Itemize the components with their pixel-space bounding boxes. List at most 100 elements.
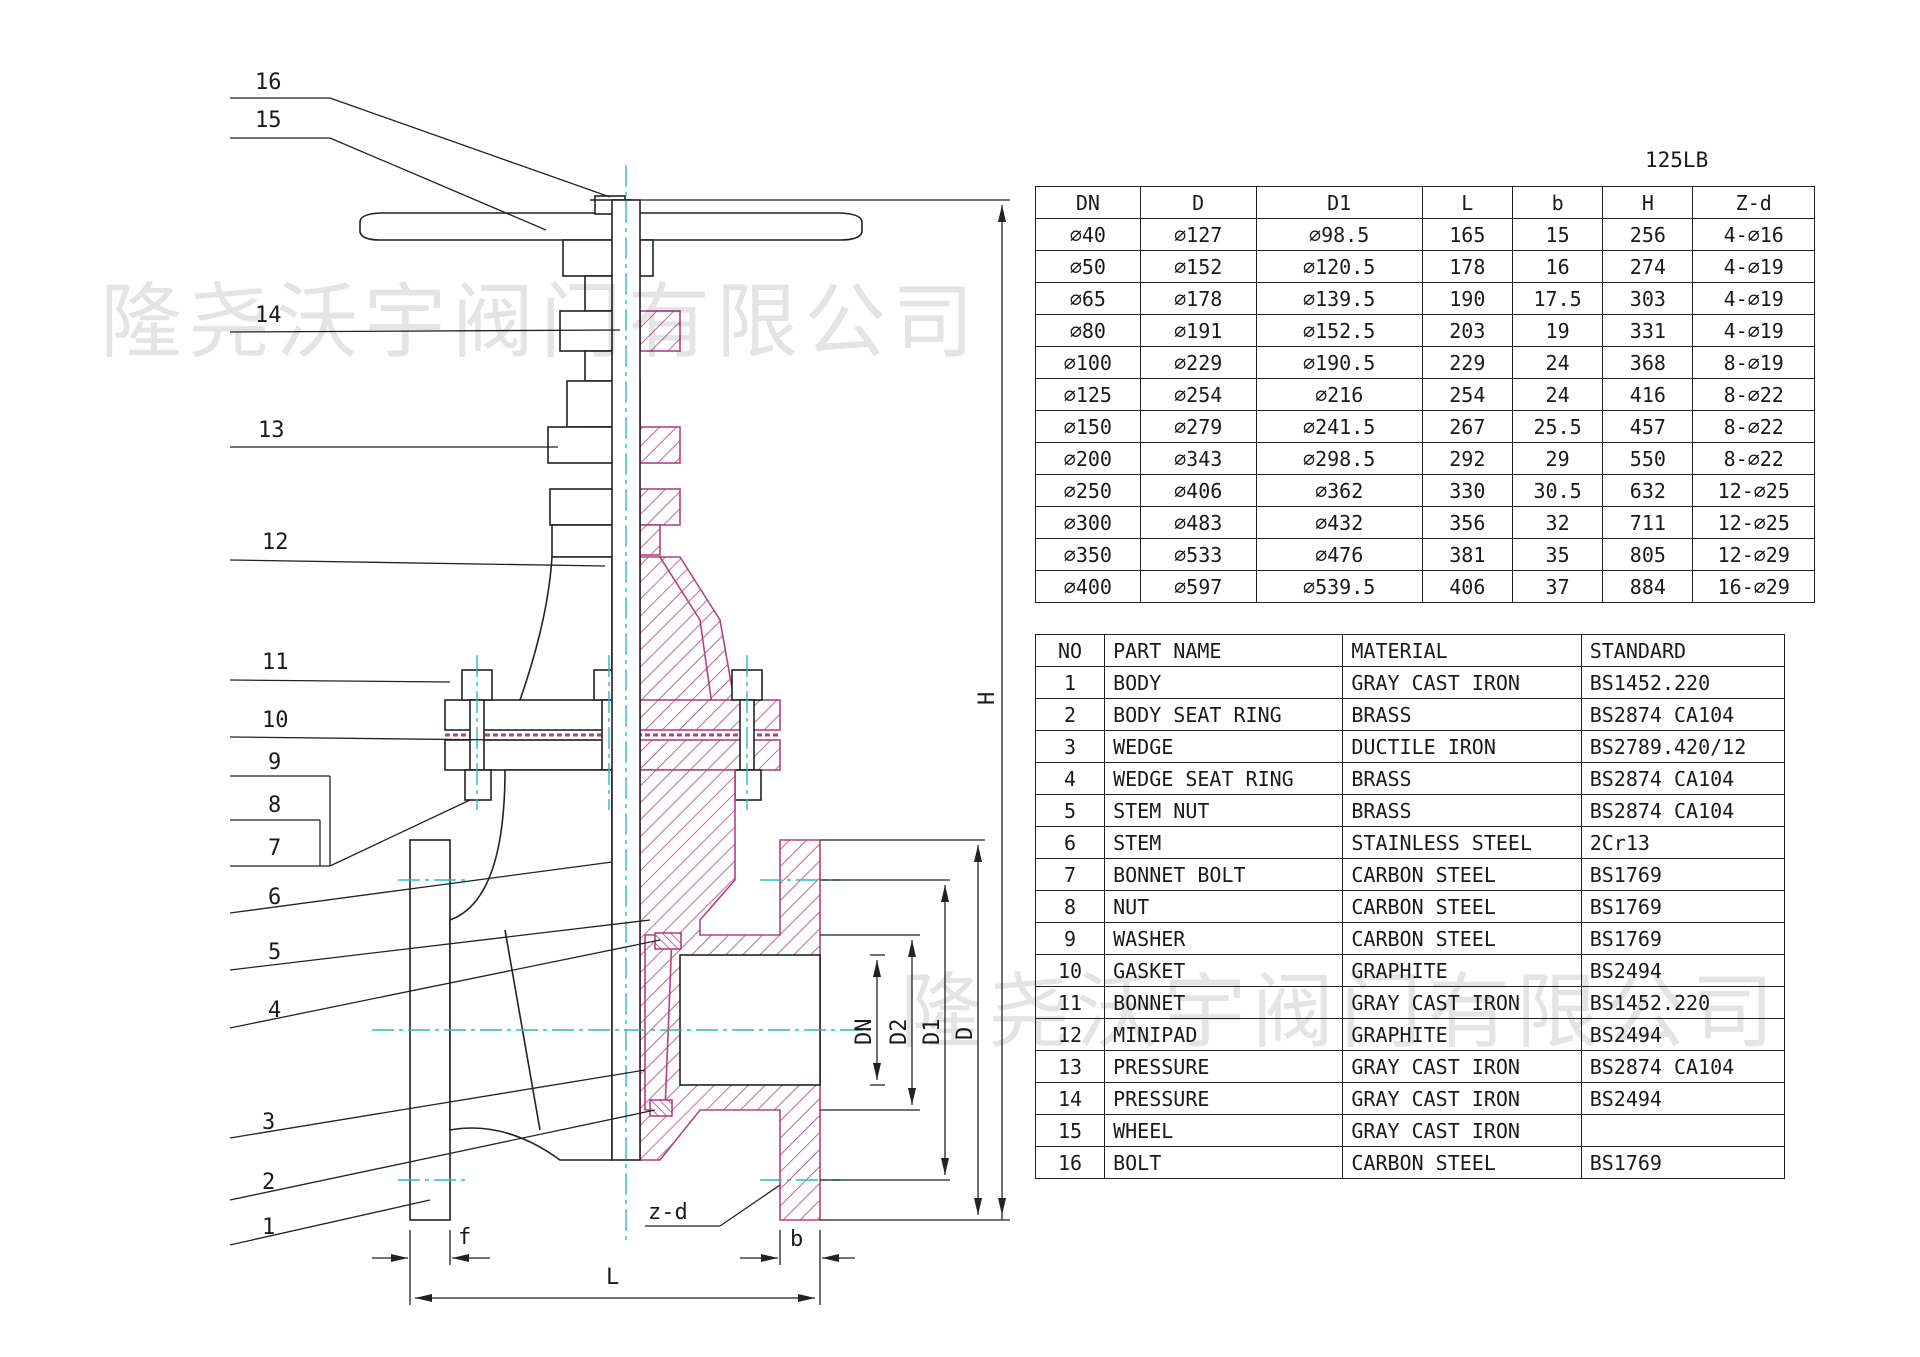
dims-header-dn: DN — [1035, 186, 1141, 219]
dims-table-cell: 16 — [1511, 250, 1604, 283]
dims-table-cell: ∅65 — [1035, 282, 1141, 315]
dims-table-cell: 16-∅29 — [1692, 570, 1815, 603]
parts-table-cell: STAINLESS STEEL — [1342, 826, 1582, 859]
dims-table-cell: ∅254 — [1139, 378, 1257, 411]
parts-table-cell: 2Cr13 — [1580, 826, 1786, 859]
dims-header-h: H — [1602, 186, 1694, 219]
dims-table-cell: ∅150 — [1035, 410, 1141, 443]
dims-header-l: L — [1421, 186, 1513, 219]
dims-table-cell: 4-∅19 — [1692, 282, 1815, 315]
dims-table-cell: ∅597 — [1139, 570, 1257, 603]
dims-table-cell: 25.5 — [1511, 410, 1604, 443]
dims-table-cell: ∅139.5 — [1255, 282, 1423, 315]
parts-table-cell: PRESSURE — [1104, 1050, 1344, 1083]
dim-label-d: D — [953, 1026, 978, 1040]
parts-table-cell: 6 — [1034, 826, 1106, 859]
handwheel — [359, 195, 863, 277]
dims-table-cell: 4-∅19 — [1692, 250, 1815, 283]
parts-table-cell: STEM — [1104, 826, 1344, 859]
parts-table-cell: BS1452.220 — [1580, 986, 1786, 1019]
callout-12: 12 — [262, 530, 289, 555]
dims-table-cell: ∅406 — [1139, 474, 1257, 507]
dims-table-cell: 381 — [1421, 538, 1513, 571]
dims-table-cell: ∅191 — [1139, 314, 1257, 347]
parts-table-cell: BRASS — [1342, 794, 1582, 827]
parts-table-cell: MINIPAD — [1104, 1018, 1344, 1051]
parts-table-cell: BS1769 — [1580, 1146, 1786, 1179]
parts-table-cell: 3 — [1034, 730, 1106, 763]
parts-table-cell: GRAPHITE — [1342, 1018, 1582, 1051]
dims-table-cell: 368 — [1602, 346, 1694, 379]
parts-table-cell: 13 — [1034, 1050, 1106, 1083]
dims-table-cell: 356 — [1421, 506, 1513, 539]
parts-table-cell: BS2789.420/12 — [1580, 730, 1786, 763]
dims-table-cell: 632 — [1602, 474, 1694, 507]
dims-table-cell: ∅298.5 — [1255, 442, 1423, 475]
parts-table-cell: 9 — [1034, 922, 1106, 955]
dims-table-cell: ∅279 — [1139, 410, 1257, 443]
parts-header-no: NO — [1034, 634, 1106, 667]
parts-table-cell: 16 — [1034, 1146, 1106, 1179]
dims-table-cell: 8-∅22 — [1692, 410, 1815, 443]
parts-table-cell: BS2874 CA104 — [1580, 1050, 1786, 1083]
dims-header-zd: Z-d — [1692, 186, 1815, 219]
dims-table-cell: ∅190.5 — [1255, 346, 1423, 379]
parts-table-cell: GRAPHITE — [1342, 954, 1582, 987]
dims-table-cell: 254 — [1421, 378, 1513, 411]
dims-table-cell: ∅533 — [1139, 538, 1257, 571]
callout-11: 11 — [262, 650, 289, 675]
dim-label-zd: z-d — [648, 1200, 688, 1225]
parts-table-cell: GRAY CAST IRON — [1342, 666, 1582, 699]
dim-label-l: L — [606, 1265, 620, 1290]
dims-table-cell: 267 — [1421, 410, 1513, 443]
dims-table-cell: 35 — [1511, 538, 1604, 571]
dims-table-cell: 17.5 — [1511, 282, 1604, 315]
parts-table-cell: BS1769 — [1580, 922, 1786, 955]
dims-table-cell: 32 — [1511, 506, 1604, 539]
parts-table-cell: BS2494 — [1580, 954, 1786, 987]
parts-table-cell: BS2874 CA104 — [1580, 794, 1786, 827]
dims-table-cell: ∅476 — [1255, 538, 1423, 571]
dims-table-cell: 416 — [1602, 378, 1694, 411]
dims-header-d: D — [1139, 186, 1257, 219]
dim-label-dn: DN — [852, 1018, 877, 1046]
callout-1: 1 — [262, 1215, 276, 1240]
dims-table-cell: 203 — [1421, 314, 1513, 347]
callout-3: 3 — [262, 1110, 276, 1135]
dims-table-cell: 12-∅25 — [1692, 506, 1815, 539]
dims-table-cell: 229 — [1421, 346, 1513, 379]
dims-table-cell: 12-∅25 — [1692, 474, 1815, 507]
dims-table-cell: 30.5 — [1511, 474, 1604, 507]
dims-table-cell: ∅120.5 — [1255, 250, 1423, 283]
dims-header-b: b — [1511, 186, 1604, 219]
dims-table-cell: ∅50 — [1035, 250, 1141, 283]
callout-10: 10 — [262, 708, 289, 733]
parts-table-cell: CARBON STEEL — [1342, 922, 1582, 955]
callout-7: 7 — [268, 836, 282, 861]
valve-body — [409, 769, 613, 1221]
parts-table-cell: BRASS — [1342, 698, 1582, 731]
dims-table-cell: 303 — [1602, 282, 1694, 315]
dims-table-cell: ∅400 — [1035, 570, 1141, 603]
callout-4: 4 — [268, 998, 282, 1023]
dims-table-cell: ∅241.5 — [1255, 410, 1423, 443]
dim-label-d2: D2 — [887, 1018, 912, 1046]
dims-table-cell: ∅343 — [1139, 442, 1257, 475]
dims-table-cell: 274 — [1602, 250, 1694, 283]
parts-table-cell: WEDGE — [1104, 730, 1344, 763]
parts-table-cell: 7 — [1034, 858, 1106, 891]
